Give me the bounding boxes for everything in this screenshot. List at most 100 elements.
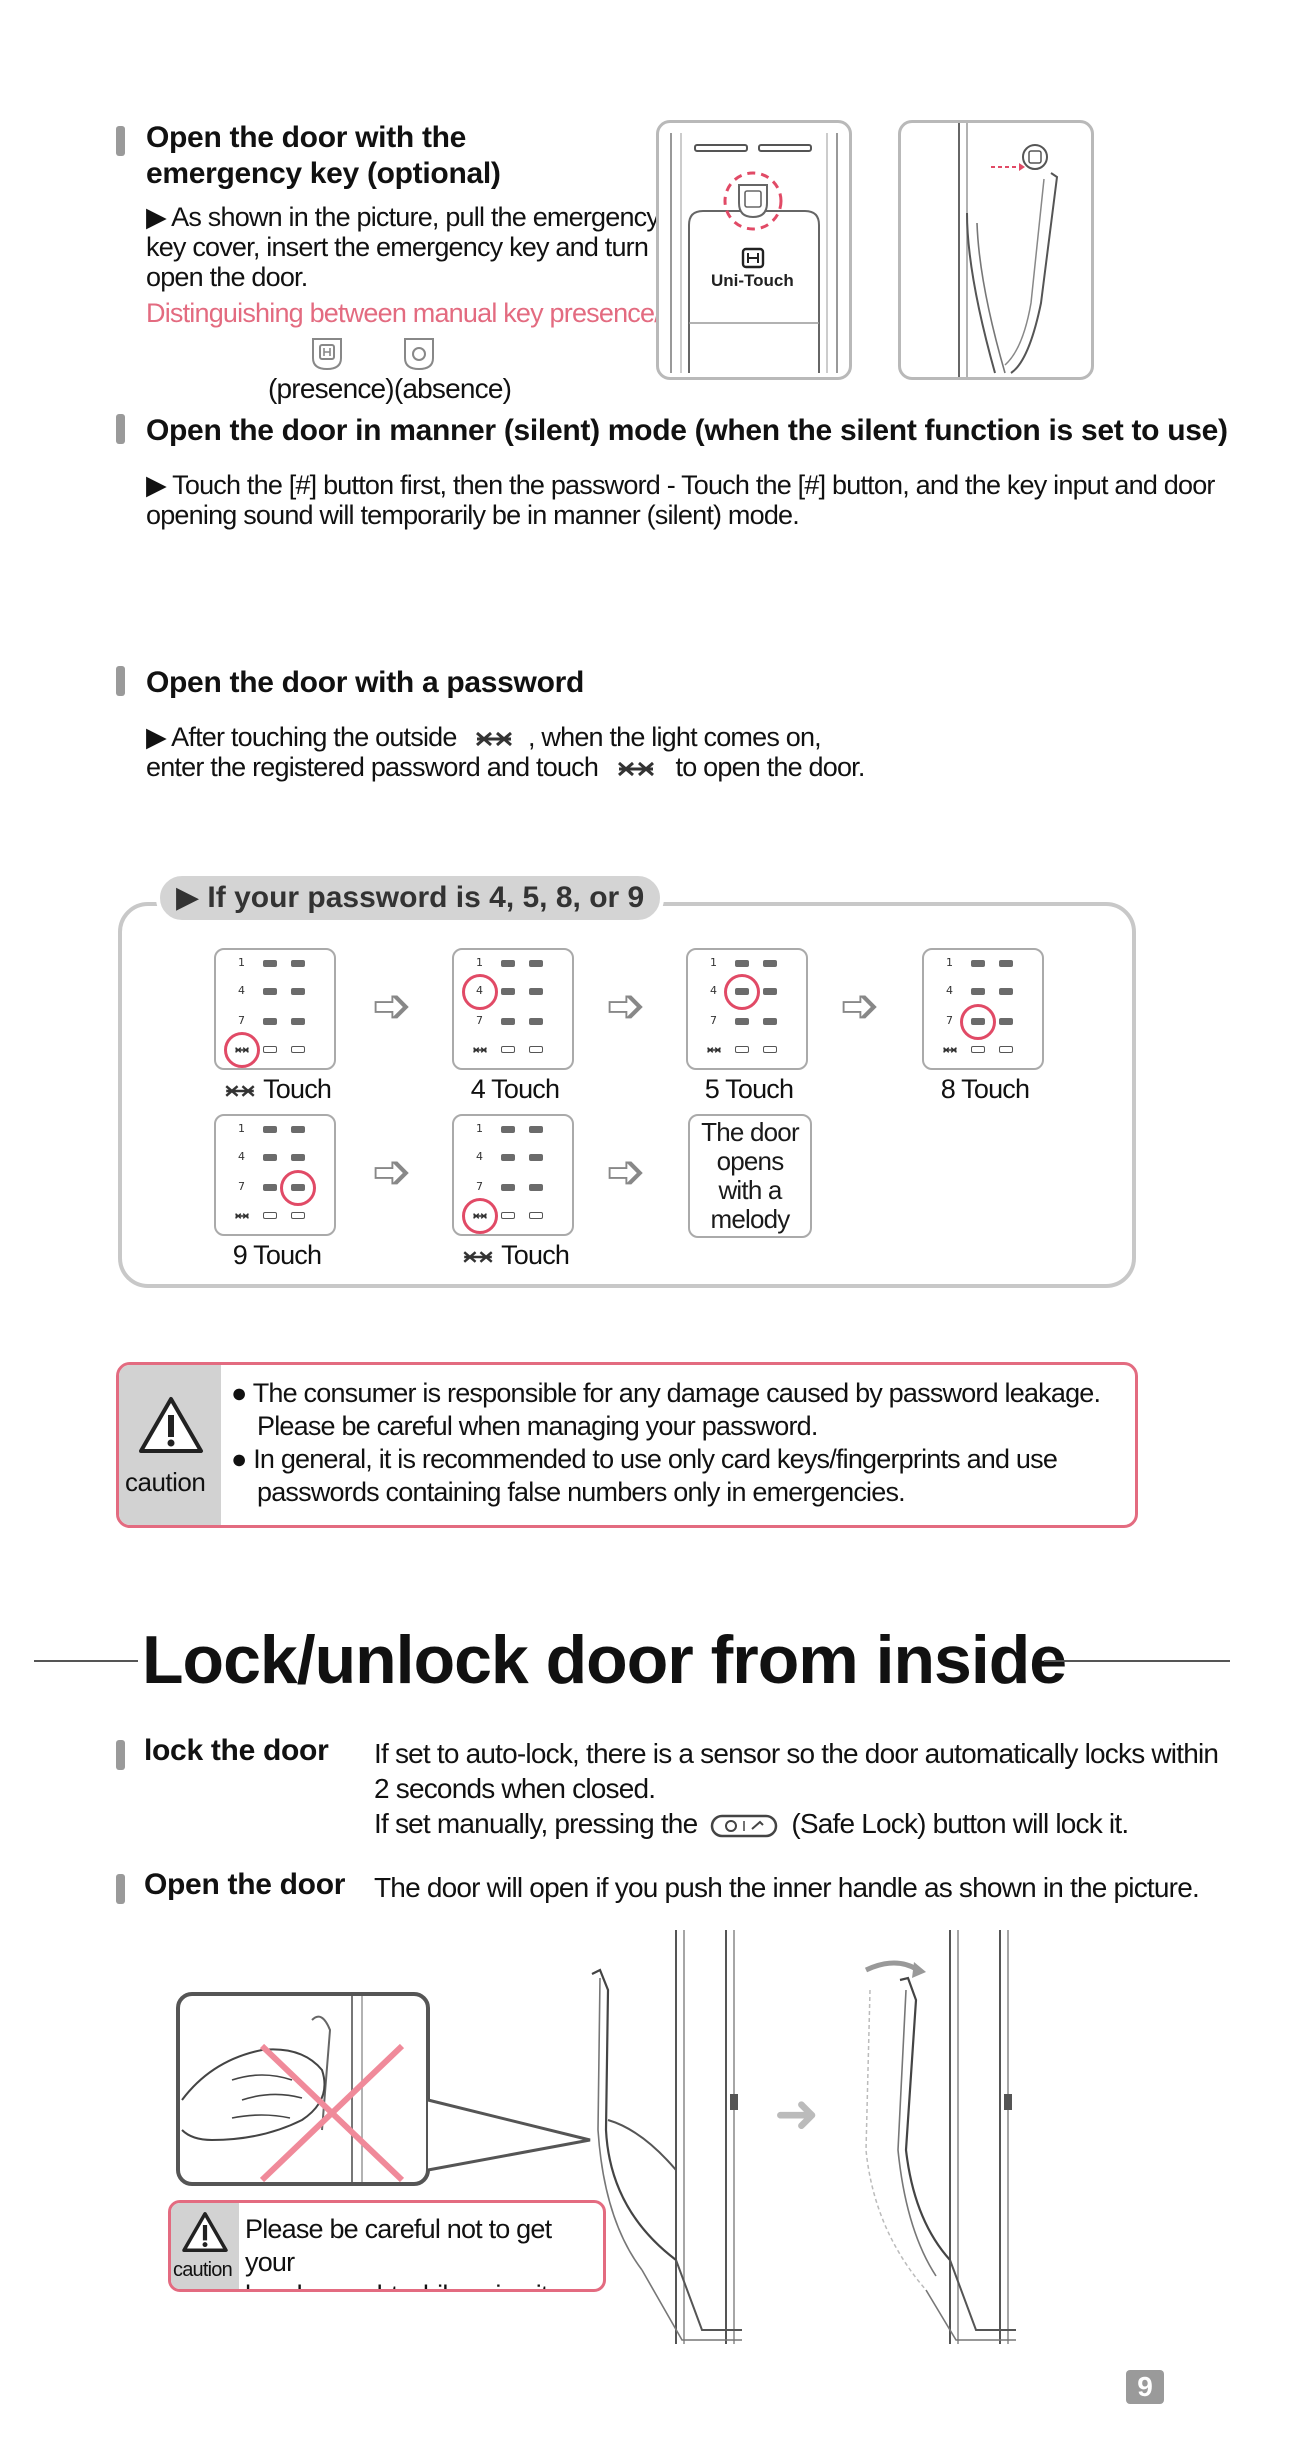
caution-side-panel: caution xyxy=(171,2203,239,2289)
keypad-number-label: 1 xyxy=(238,956,245,969)
keypad-step-6: 1 4 7 xyxy=(452,1114,574,1236)
warning-icon xyxy=(139,1397,203,1453)
keypad-key xyxy=(999,1018,1013,1025)
keypad-key xyxy=(501,988,515,995)
inner-handle-before-illustration xyxy=(591,1930,742,2344)
keypad-key xyxy=(971,988,985,995)
keypad-zero-key xyxy=(263,1212,277,1219)
keypad-key xyxy=(529,960,543,967)
result-line: with a xyxy=(718,1175,782,1205)
section-marker xyxy=(116,126,125,156)
start-key-icon xyxy=(473,1047,487,1053)
start-key-icon xyxy=(225,1085,255,1097)
keypad-zero-key xyxy=(735,1046,749,1053)
keypad-number-label: 7 xyxy=(238,1180,245,1193)
caution-line: ● In general, it is recommended to use o… xyxy=(231,1444,1058,1474)
silent-mode-title: Open the door in manner (silent) mode (w… xyxy=(146,414,1228,447)
keypad-number-label: 1 xyxy=(946,956,953,969)
touch-highlight-ring xyxy=(724,974,760,1010)
text-part: enter the registered password and touch xyxy=(146,752,599,782)
main-heading: Lock/unlock door from inside xyxy=(142,1622,1067,1698)
text-part: , when the light comes on, xyxy=(528,722,822,752)
safe-lock-button-icon xyxy=(711,1814,778,1837)
keypad-key xyxy=(999,988,1013,995)
step-3-caption: 5 Touch xyxy=(704,1074,794,1104)
caption-text: Touch xyxy=(263,1074,332,1104)
keypad-key xyxy=(291,988,305,995)
keypad-key xyxy=(291,1212,305,1219)
lock-the-door-label: lock the door xyxy=(144,1734,329,1767)
keypad-key xyxy=(763,1018,777,1025)
password-example-header: ▶ If your password is 4, 5, 8, or 9 xyxy=(156,872,665,924)
header-text: ▶ If your password is 4, 5, 8, or 9 xyxy=(176,881,645,914)
door-opens-result-box: The door opens with a melody xyxy=(688,1114,812,1238)
step-2-caption: 4 Touch xyxy=(470,1074,560,1104)
hand-caught-warning-illustration xyxy=(176,1992,591,2186)
section-marker xyxy=(116,414,125,444)
step-4-caption: 8 Touch xyxy=(940,1074,1030,1104)
start-key-icon xyxy=(617,761,654,777)
touch-highlight-ring xyxy=(224,1032,260,1068)
start-key-icon xyxy=(943,1047,957,1053)
keypad-number-label: 4 xyxy=(476,1150,483,1163)
start-key-icon xyxy=(707,1047,721,1053)
keypad-key xyxy=(501,1184,515,1191)
keypad-zero-key xyxy=(501,1046,515,1053)
keypad-number-label: 1 xyxy=(476,1122,483,1135)
touch-highlight-ring xyxy=(462,1198,498,1234)
password-text-line2: enter the registered password and touch … xyxy=(146,752,865,782)
step-arrow-icon: ➩ xyxy=(840,978,881,1034)
keypad-key xyxy=(529,1046,543,1053)
section-marker xyxy=(116,666,125,696)
text-part: ▶ After touching the outside xyxy=(146,722,457,752)
keypad-zero-key xyxy=(263,1046,277,1053)
keypad-zero-key xyxy=(501,1212,515,1219)
caption-text: Touch xyxy=(501,1240,570,1270)
inner-handle-after-illustration xyxy=(864,1930,1016,2344)
step-arrow-icon: ➩ xyxy=(372,978,413,1034)
key-presence-icon xyxy=(312,338,342,371)
text-line: If set to auto-lock, there is a sensor s… xyxy=(374,1738,1219,1769)
title-line: Open the door with the xyxy=(146,121,467,154)
keypad-key xyxy=(971,960,985,967)
keypad-number-label: 7 xyxy=(476,1014,483,1027)
keypad-key xyxy=(763,988,777,995)
keypad-key xyxy=(529,1184,543,1191)
lock-text: If set to auto-lock, there is a sensor s… xyxy=(374,1736,1219,1841)
open-the-door-label: Open the door xyxy=(144,1868,346,1901)
caution-text: Please be careful not to get your hands … xyxy=(245,2213,603,2289)
text-line: 2 seconds when closed. xyxy=(374,1773,656,1804)
keypad-number-label: 7 xyxy=(710,1014,717,1027)
caution-label: caution xyxy=(125,1467,206,1497)
keypad-key xyxy=(291,1018,305,1025)
password-title: Open the door with a password xyxy=(146,666,585,699)
text-line: ▶ As shown in the picture, pull the emer… xyxy=(146,202,660,232)
step-arrow-icon: ➩ xyxy=(372,1144,413,1200)
keypad-number-label: 4 xyxy=(238,984,245,997)
device-brand-label: Uni-Touch xyxy=(711,271,794,290)
step-arrow-icon: ➩ xyxy=(606,978,647,1034)
keypad-number-label: 7 xyxy=(238,1014,245,1027)
keypad-number-label: 7 xyxy=(476,1180,483,1193)
keypad-key xyxy=(501,1126,515,1133)
keypad-number-label: 1 xyxy=(238,1122,245,1135)
title-line: emergency key (optional) xyxy=(146,157,501,190)
keypad-key xyxy=(263,1154,277,1161)
keypad-number-label: 1 xyxy=(710,956,717,969)
heading-rule-left xyxy=(34,1660,138,1662)
keypad-key xyxy=(735,1018,749,1025)
keypad-key xyxy=(999,960,1013,967)
result-line: The door xyxy=(701,1117,799,1147)
keypad-key xyxy=(501,960,515,967)
keypad-number-label: 4 xyxy=(946,984,953,997)
key-absence-icon xyxy=(404,338,434,371)
keypad-key xyxy=(263,1184,277,1191)
step-arrow-icon: ➩ xyxy=(606,1144,647,1200)
text-part: (Safe Lock) button will lock it. xyxy=(791,1808,1129,1839)
presence-absence-label: (presence)(absence) xyxy=(268,373,512,404)
next-step-arrow-icon: ➜ xyxy=(774,2082,820,2145)
keypad-key xyxy=(529,1154,543,1161)
caution-line: ● The consumer is responsible for any da… xyxy=(231,1378,1101,1408)
